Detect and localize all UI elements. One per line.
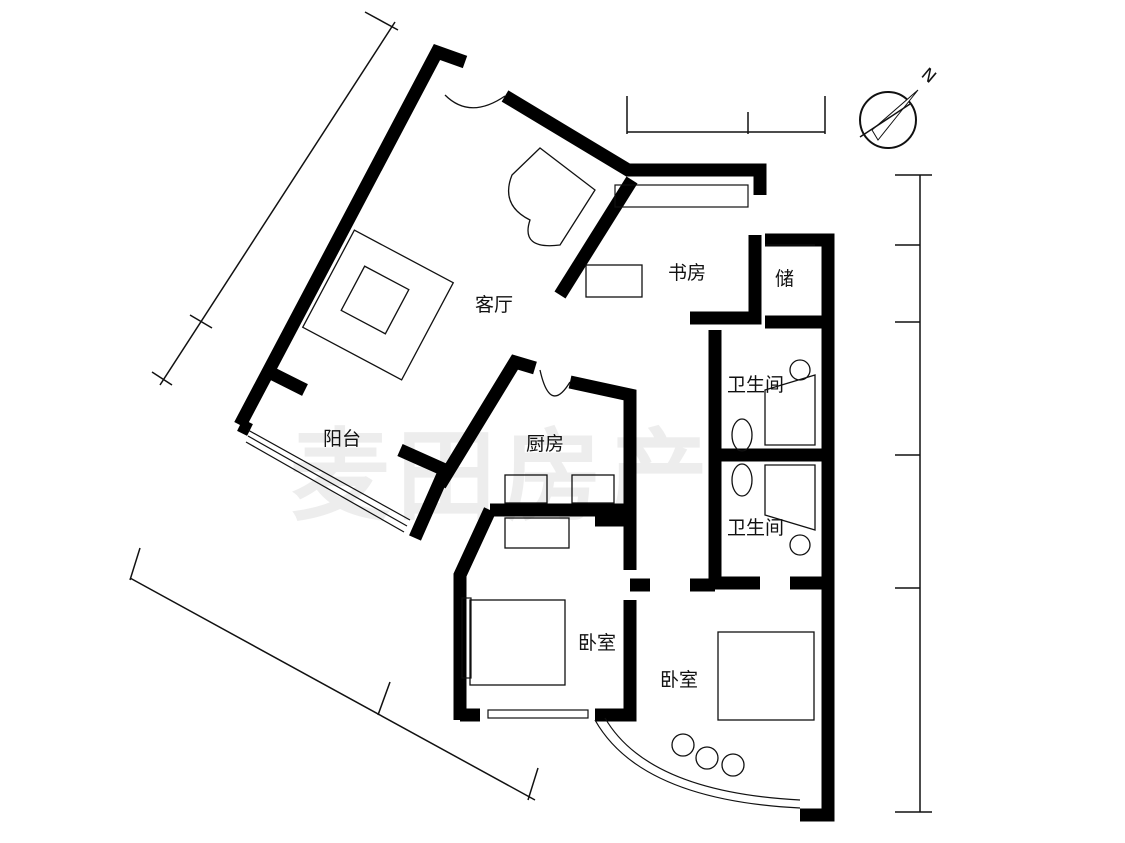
room-label-bedroom-1: 卧室 (578, 632, 617, 654)
dimension-lines (129, 11, 932, 813)
room-label-balcony: 阳台 (323, 428, 362, 450)
room-label-kitchen: 厨房 (526, 433, 565, 455)
watermark: 麦田房产 (290, 418, 714, 535)
room-label-study: 书房 (668, 262, 707, 284)
windows (245, 184, 815, 809)
room-label-living-room: 客厅 (475, 294, 514, 316)
room-label-bathroom-1: 卫生间 (727, 374, 785, 396)
room-label-bedroom-2: 卧室 (660, 669, 699, 691)
compass (859, 89, 919, 149)
room-label-storage: 储 (775, 268, 795, 290)
furniture (301, 94, 816, 777)
room-label-bathroom-2: 卫生间 (727, 517, 785, 539)
walls (234, 43, 835, 822)
